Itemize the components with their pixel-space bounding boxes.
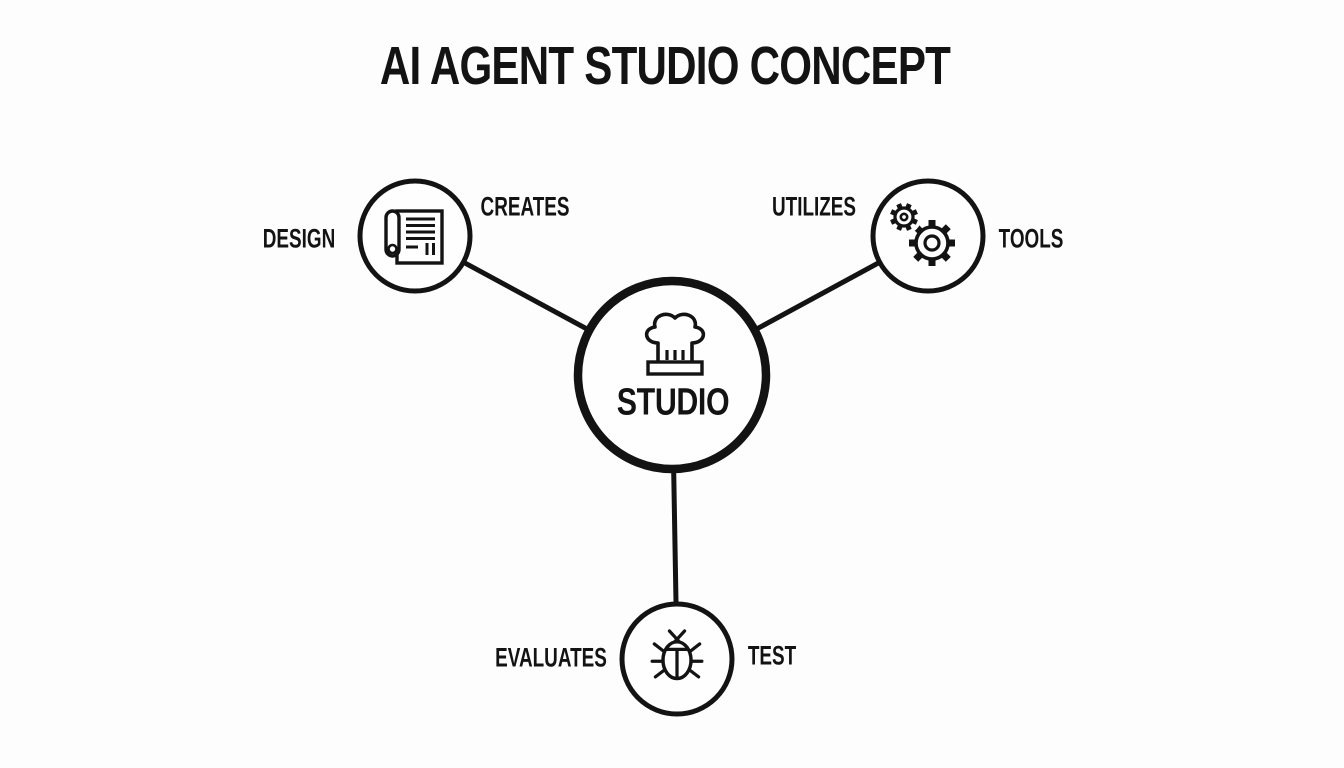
creates-edge-label: CREATES bbox=[480, 191, 570, 222]
utilizes-edge-label: UTILIZES bbox=[772, 191, 856, 222]
large-gear-teeth bbox=[909, 220, 955, 266]
large-gear bbox=[909, 220, 955, 266]
scroll-curl bbox=[387, 243, 398, 255]
bug-body-lines bbox=[665, 647, 689, 679]
chef-hat-pleats bbox=[665, 350, 685, 360]
scroll-icon bbox=[384, 209, 444, 265]
scroll-text-lines bbox=[406, 217, 435, 240]
small-gear bbox=[890, 203, 918, 231]
design-node-label: DESIGN bbox=[262, 223, 336, 254]
small-gear-hole bbox=[899, 212, 909, 222]
chef-hat-dome bbox=[644, 312, 706, 362]
bug-legs bbox=[650, 642, 704, 679]
small-gear-ring bbox=[893, 206, 915, 228]
chef-hat-icon bbox=[644, 312, 706, 376]
evaluates-edge-label: EVALUATES bbox=[495, 642, 607, 673]
tools-node-label: TOOLS bbox=[998, 223, 1064, 254]
scroll-roll bbox=[384, 209, 401, 258]
studio-node-label: STUDIO bbox=[616, 381, 730, 424]
large-gear-hole bbox=[923, 234, 941, 252]
page-title: AI AGENT STUDIO CONCEPT bbox=[379, 36, 951, 96]
gears-icon bbox=[886, 199, 955, 266]
bug-icon bbox=[650, 629, 704, 681]
test-node-label: TEST bbox=[747, 640, 797, 671]
scroll-detail-lines bbox=[406, 243, 435, 255]
chef-hat-band bbox=[646, 360, 704, 376]
large-gear-ring bbox=[914, 225, 950, 261]
small-gear-teeth bbox=[890, 203, 918, 231]
